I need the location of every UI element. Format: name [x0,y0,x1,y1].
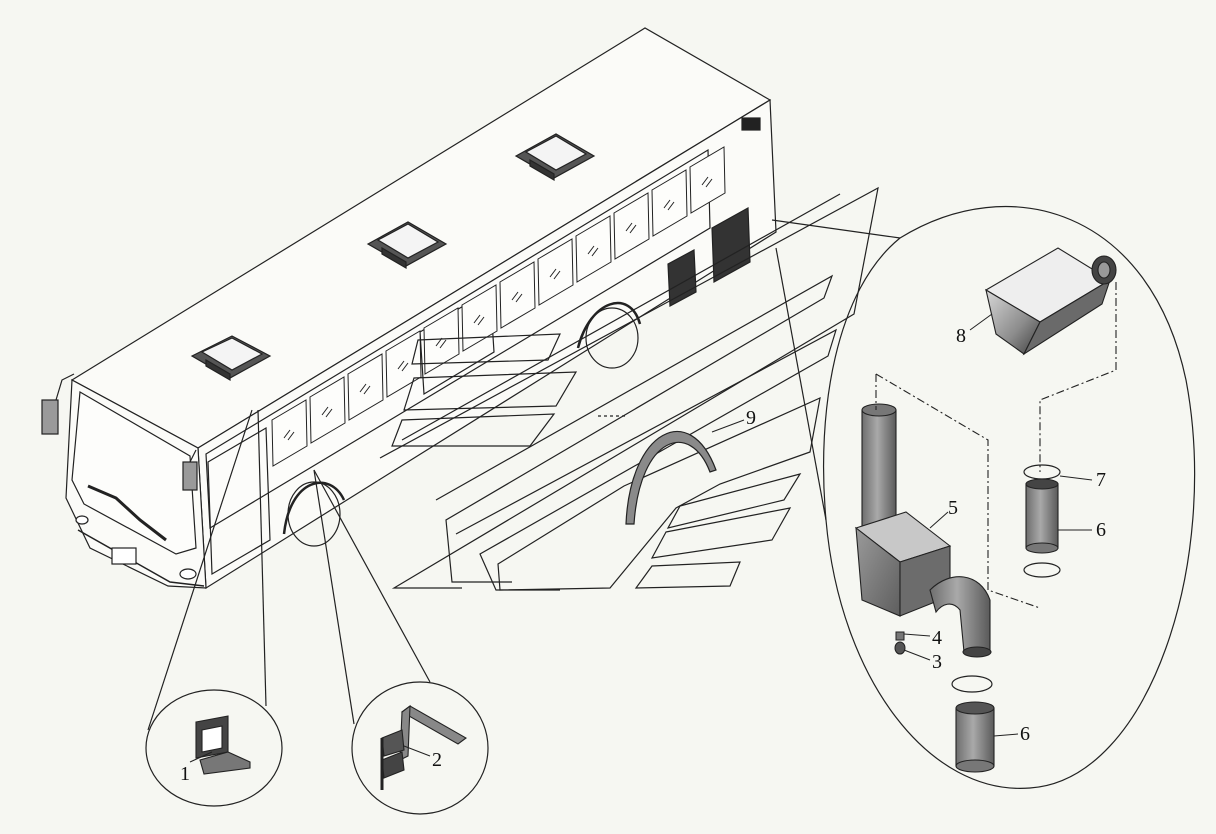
front-wheel-arch [282,481,346,535]
callout-5-label: 5 [948,497,958,519]
front-light [75,515,89,525]
callout-7-label: 7 [1096,469,1106,491]
floor-hatch [666,473,802,529]
callout-circles [145,206,1196,815]
part-6-hose [955,701,995,773]
floor-hatch [403,371,578,411]
leader-line [147,409,253,731]
side-window [347,353,384,421]
wiper [87,484,167,542]
side-window [499,261,536,329]
part-4-connector [895,631,905,641]
callout-4-label: 4 [932,627,942,649]
callout-3-label: 3 [932,651,942,673]
rear-wheel [585,307,639,369]
callout-2-label: 2 [432,749,442,771]
side-windows [271,146,726,467]
callout-labels: 1 2 3 4 5 6 6 7 [180,313,1106,785]
window-glare [511,291,523,303]
bus-body [41,27,777,590]
floor-hatch [411,333,561,365]
detail-ellipse-heater [822,206,1196,789]
front-bumper [77,529,205,587]
callout-8-label: 8 [956,325,966,347]
side-window [423,307,460,375]
right-mirror [182,461,198,491]
left-mirror [41,399,59,435]
part-3-cap [894,641,906,655]
front-plate [111,547,137,565]
panel-outline [401,193,841,441]
side-window [613,192,650,260]
side-window [689,146,726,214]
window-glare [625,222,637,234]
side-window [385,330,422,398]
floor-hatch [650,507,792,559]
window-glare [473,314,485,326]
window-glare [359,383,371,395]
part-8-duct [984,247,1117,356]
roof-hatch [514,133,596,182]
floor-hatch [391,413,556,447]
wheel-arch-liner [625,430,717,525]
leader-line [313,469,355,725]
callout-9-label: 9 [746,407,756,429]
panel-outline [497,396,821,591]
window-glare [283,429,295,441]
window-glare [397,360,409,372]
leader-line [775,247,827,521]
window-glare [321,406,333,418]
window-glare [663,199,675,211]
side-window [271,399,308,467]
floor-hatch [634,561,741,589]
part-2-rod [380,704,467,790]
rear-lamp [741,117,761,131]
roof-hatches [190,133,596,382]
callout-6-lower: 6 [993,723,1030,745]
roof-hatch [190,335,272,382]
panel-outline [379,186,879,589]
callout-8: 8 [956,313,993,347]
callout-2: 2 [403,745,442,771]
rear-grille [667,249,697,307]
callout-7: 7 [1059,469,1106,491]
rear-wheel-arch [576,301,642,349]
callout-6-upper-label: 6 [1096,519,1106,541]
callout-1: 1 [180,751,213,785]
window-glare [701,176,713,188]
callout-4: 4 [903,627,942,649]
front-wheel [287,481,341,547]
callout-5: 5 [929,497,958,529]
side-window [537,238,574,306]
side-window [651,169,688,237]
side-window [309,376,346,444]
roof-hatch [366,221,448,270]
leader-line [313,469,431,683]
rear-grille [711,207,751,283]
window-glare [587,245,599,257]
callout-6-upper: 6 [1058,519,1106,541]
part-1-bracket [195,715,251,775]
assembly-lines [875,282,1117,609]
callout-3: 3 [903,649,942,673]
front-light [179,568,197,580]
side-window [575,215,612,283]
callout-6-lower-label: 6 [1020,723,1030,745]
part-6-hose [1025,478,1059,554]
leader-line [771,219,901,239]
windshield [71,391,197,555]
callout-9: 9 [711,407,756,433]
right-mirror-arm [189,449,197,463]
left-mirror-arm [55,373,75,401]
panel-outline [435,274,834,583]
callout-1-label: 1 [180,763,190,785]
detail-circle-2 [351,681,489,815]
side-window [461,284,498,352]
detail-circle-1 [145,689,283,807]
leader-line [257,409,267,707]
window-glare [549,268,561,280]
part-5-heater [854,403,992,658]
